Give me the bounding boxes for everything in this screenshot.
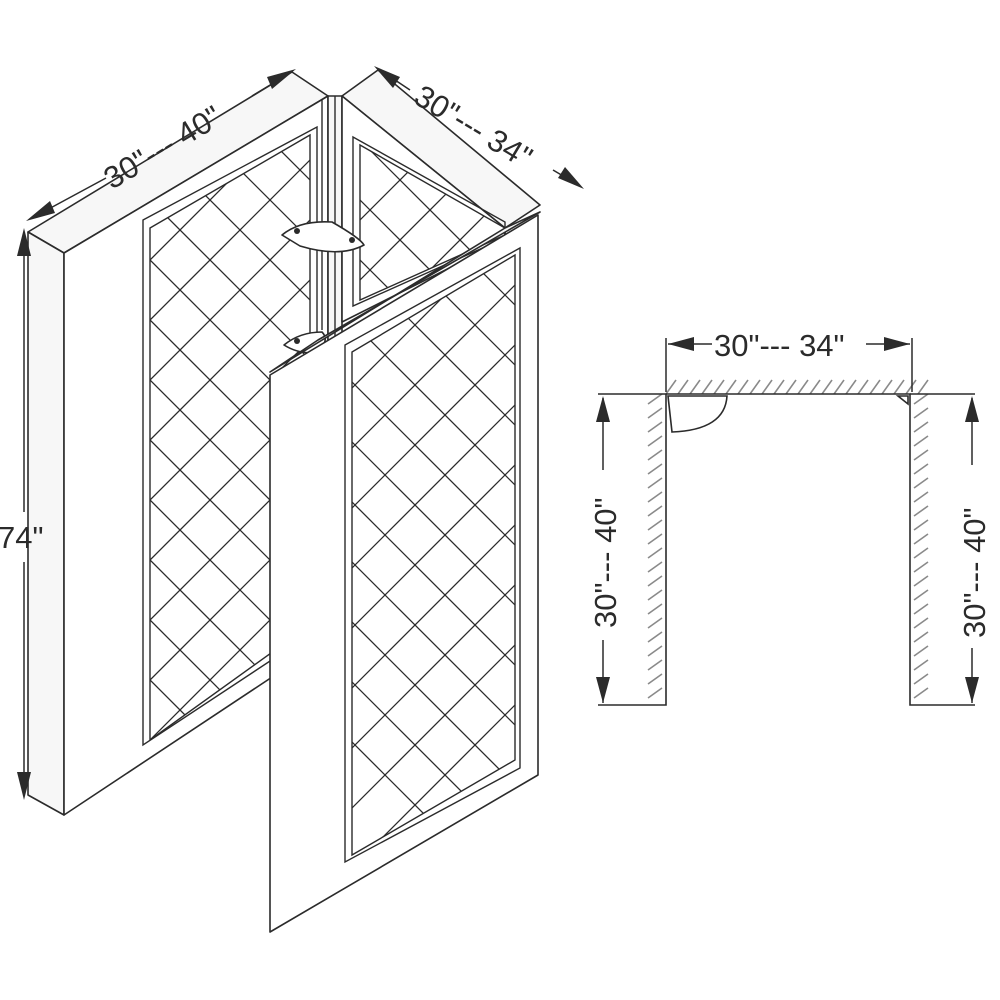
plan-top-width-dimension: 30"--- 34" (665, 328, 913, 392)
door-inset-frame-outer (344, 246, 521, 864)
plan-corner-trim (895, 395, 909, 406)
plan-right-depth-label: 30"--- 40" (957, 507, 992, 638)
plan-view: 30"--- 34" 30"--- 40" 30"--- 40" (588, 328, 992, 706)
height-dimension: 74" (0, 228, 44, 800)
plan-right-depth-dimension: 30"--- 40" (957, 396, 992, 703)
plan-left-depth-dimension: 30"--- 40" (588, 396, 623, 703)
isometric-view: 30"--- 40" 30"--- 34" 74" (0, 66, 584, 933)
front-door-panel (269, 211, 541, 933)
door-face (269, 214, 539, 933)
plan-corner-shelf (667, 395, 728, 433)
plan-top-width-label: 30"--- 34" (714, 328, 845, 363)
door-top-edge (269, 211, 541, 373)
plan-wall-hatching (647, 379, 929, 699)
plan-wall-outline (598, 393, 975, 706)
corner-shelf-upper (281, 220, 365, 253)
plan-left-depth-label: 30"--- 40" (588, 497, 623, 628)
left-wall-panel (27, 71, 329, 816)
height-label: 74" (0, 520, 44, 555)
